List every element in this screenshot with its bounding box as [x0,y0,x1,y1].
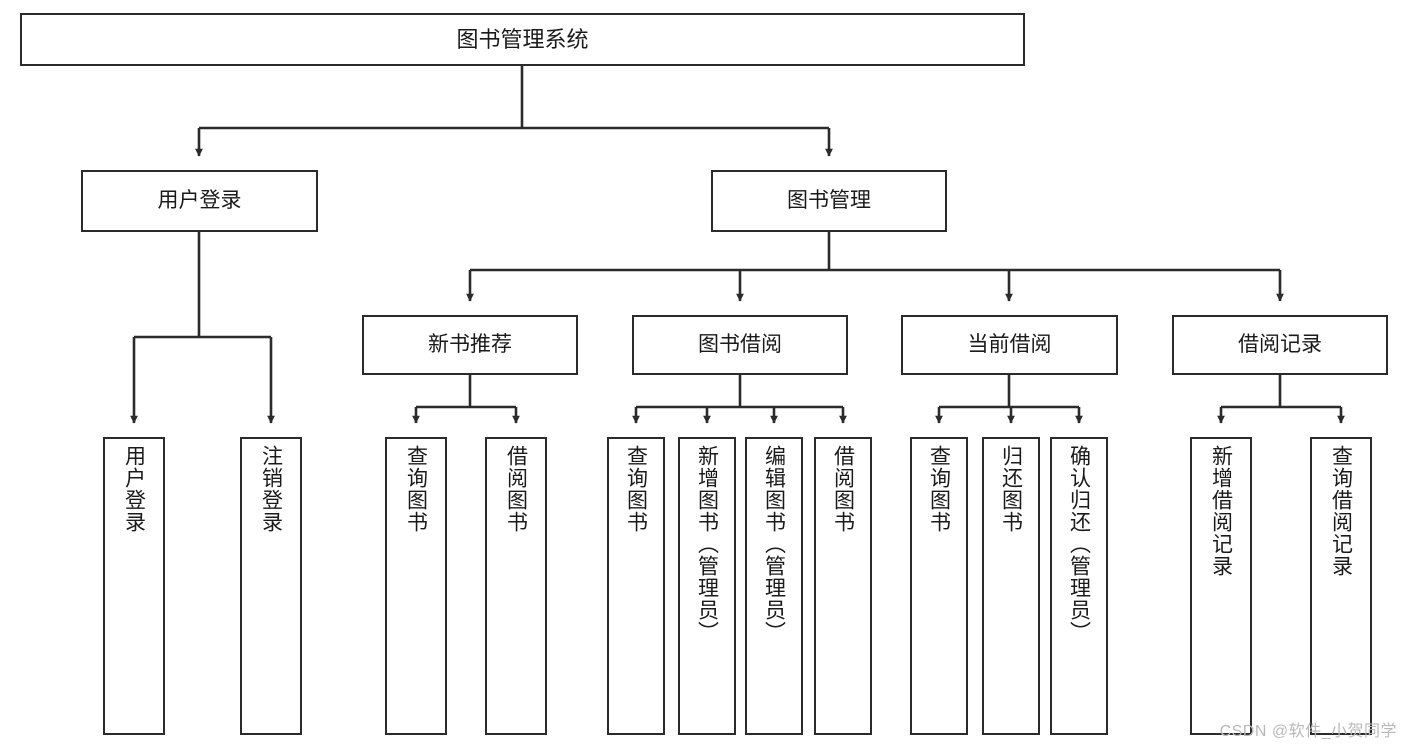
node-book-management[interactable]: 图书管理 [711,170,947,232]
leaf-add-borrow-record[interactable]: 新增借阅记录 [1190,437,1252,735]
leaf-user-login[interactable]: 用户登录 [103,437,165,735]
node-label: 用户登录 [157,188,242,212]
node-label: 当前借阅 [967,332,1052,356]
node-label: 新增图书（管理员） [695,445,719,643]
node-label: 借阅图书 [831,445,855,533]
leaf-return-books[interactable]: 归还图书 [982,437,1040,735]
node-user-login[interactable]: 用户登录 [81,170,318,232]
node-label: 新书推荐 [428,332,512,356]
node-label: 编辑图书（管理员） [762,445,786,643]
leaf-borrow-books[interactable]: 借阅图书 [814,437,872,735]
csdn-watermark: CSDN @软件_小贺同学 [1219,723,1397,740]
leaf-query-borrow-record[interactable]: 查询借阅记录 [1310,437,1372,735]
leaf-query-books-current[interactable]: 查询图书 [910,437,968,735]
node-root-system[interactable]: 图书管理系统 [20,13,1025,66]
node-label: 图书管理 [787,188,871,212]
leaf-borrow-books-recommend[interactable]: 借阅图书 [485,437,547,735]
node-label: 查询图书 [624,445,648,533]
node-current-borrow[interactable]: 当前借阅 [901,315,1118,375]
node-label: 借阅图书 [504,445,528,533]
leaf-edit-book-admin[interactable]: 编辑图书（管理员） [745,437,803,735]
node-label: 图书借阅 [698,332,782,356]
leaf-confirm-return-admin[interactable]: 确认归还（管理员） [1050,437,1108,735]
node-label: 注销登录 [259,445,283,533]
node-label: 归还图书 [999,445,1023,533]
node-label: 查询图书 [404,445,428,533]
node-book-borrow[interactable]: 图书借阅 [632,315,848,375]
node-label: 图书管理系统 [456,26,589,52]
leaf-add-book-admin[interactable]: 新增图书（管理员） [678,437,736,735]
node-label: 用户登录 [122,445,146,533]
node-label: 新增借阅记录 [1209,445,1233,577]
leaf-query-books-recommend[interactable]: 查询图书 [385,437,447,735]
node-label: 借阅记录 [1238,332,1322,356]
node-borrow-record[interactable]: 借阅记录 [1172,315,1388,375]
leaf-logout[interactable]: 注销登录 [240,437,302,735]
node-new-book-recommend[interactable]: 新书推荐 [362,315,578,375]
node-label: 确认归还（管理员） [1067,445,1091,643]
node-label: 查询图书 [927,445,951,533]
leaf-query-books-borrow[interactable]: 查询图书 [607,437,665,735]
node-label: 查询借阅记录 [1329,445,1353,577]
